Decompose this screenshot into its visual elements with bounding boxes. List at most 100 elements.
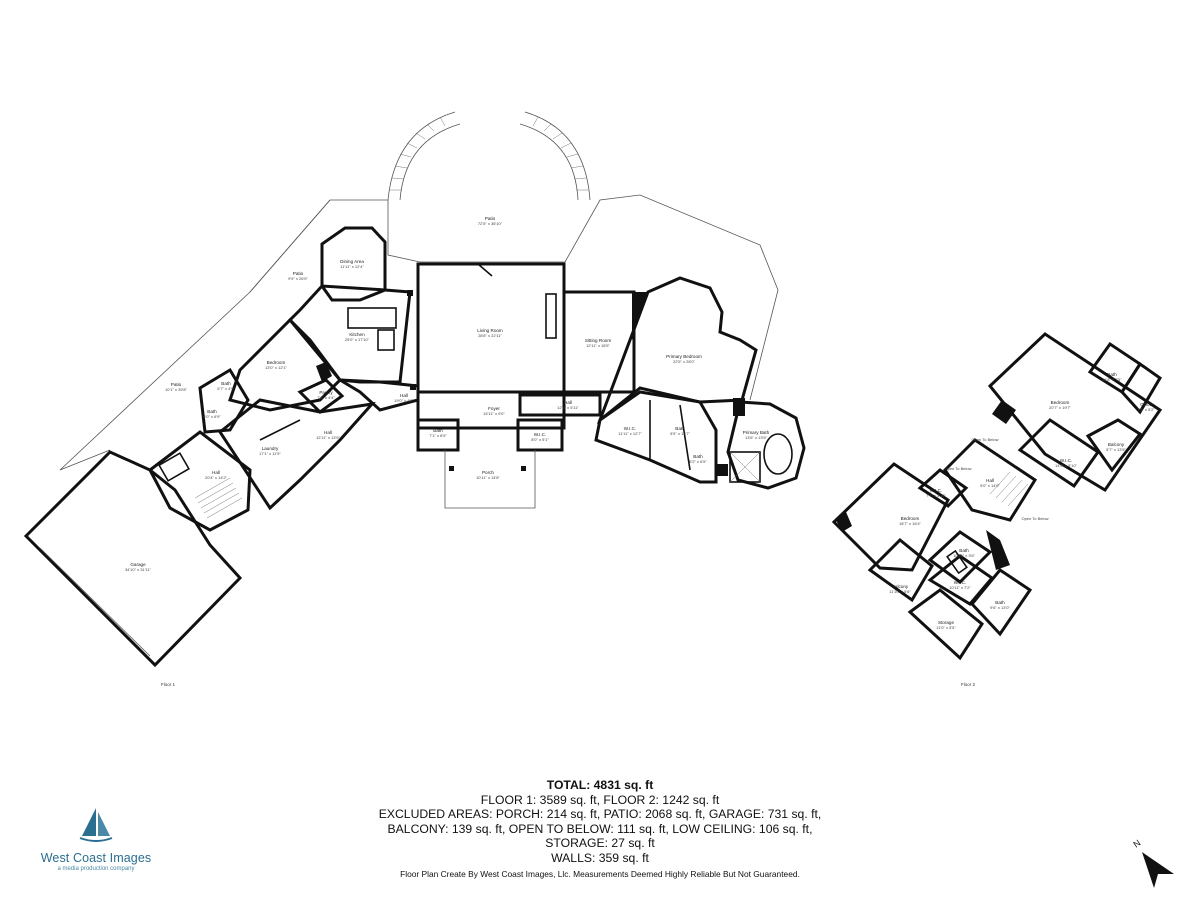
excluded-areas-line-2: BALCONY: 139 sq. ft, OPEN TO BELOW: 111 … [387,821,813,836]
room-name-bedroom-1: Bedroom [267,360,286,365]
room-dimensions-bath-c: 5'5" x 12'7" [670,431,690,436]
logo-brand-name: West Coast Images [40,851,152,865]
room-name-kitchen: Kitchen [349,332,365,337]
room-dimensions-storage: 11'0" x 5'5" [936,625,956,630]
room-dimensions-wic-1: 11'11" x 12'7" [618,431,642,436]
room-dimensions-bedroom-2: 20'7" x 19'7" [1049,405,1072,410]
room-name-garage: Garage [130,562,146,567]
bedroom-3-walls [831,462,950,572]
floor-1-plan [23,111,806,668]
room-name-hall-b: Hall [324,430,332,435]
room-name-sitting-room: Sitting Room [585,338,611,343]
room-name-wic-4: W.I.C. [930,488,943,493]
office-walls [1120,361,1162,415]
balcony-1-walls [1085,418,1143,473]
room-name-living-room: Living Room [477,328,503,333]
room-dimensions-bath-d: 7'1" x 8'9" [429,433,447,438]
baths-ab-walls [198,367,250,434]
room-dimensions-living-room: 28'8" x 22'11" [478,333,502,338]
room-name-pantry: Pantry [319,390,333,395]
room-dimensions-patio-left: 9'9" x 26'5" [288,276,308,281]
total-area: TOTAL: 4831 sq. ft [546,778,654,792]
room-name-bedroom-3: Bedroom [901,516,920,521]
garage-walls [23,450,243,668]
hall-d-walls [148,430,252,532]
room-dimensions-dining-area: 11'11" x 12'4" [340,264,364,269]
open-to-below-3: Open To Below [1021,516,1048,521]
logo-tagline: a media production company [57,866,135,872]
kitchen-island [347,307,397,329]
wic-3-walls [1017,418,1101,489]
bedroom-wing-walls [228,317,343,412]
room-dimensions-balcony-1: 5'7" x 13'5" [1106,447,1126,452]
curved-stairs [390,116,588,191]
storage-area: STORAGE: 27 sq. ft [545,836,655,850]
room-dimensions-wic-2: 8'0" x 5'1" [531,437,549,442]
stairs-floor1 [194,477,243,519]
room-dimensions-pantry: 7'6" x 4'4" [317,395,335,400]
foyer-walls [416,390,566,430]
room-dimensions-bath-e: 5'2" x 6'5" [689,459,707,464]
room-dimensions-hall-e: 5'0" x 14'0" [980,483,1000,488]
room-dimensions-bedroom-3: 18'7" x 16'4" [899,521,922,526]
room-dimensions-patio-main: 72'5" x 36'10" [478,221,503,226]
fireplace [545,293,557,339]
floor-2-label: Floor 2 [961,682,976,687]
bath-d-walls [416,418,460,452]
room-name-office: Office [1140,402,1152,407]
room-name-wic-2: W.I.C. [534,432,547,437]
room-name-bath-e: Bath [693,454,703,459]
room-dimensions-patio-side: 10'1" x 39'8" [165,387,188,392]
balcony-2-walls [867,537,934,603]
room-name-bath-f: Bath [1107,372,1117,377]
open-to-below-2: Open To Below [944,466,971,471]
room-name-patio-main: Patio [485,216,496,221]
company-logo: West Coast Images a media production com… [26,806,166,876]
room-name-wic-5: W.I.C. [954,580,967,585]
room-name-storage: Storage [938,620,955,625]
room-name-wic-1: W.I.C. [624,426,637,431]
room-dimensions-sitting-room: 12'11" x 18'5" [586,343,610,348]
stairs-floor2 [989,471,1029,507]
room-dimensions-primary-bath: 13'6" x 13'5" [745,435,768,440]
room-dimensions-wic-4: ?'?" x 3'10" [926,493,946,498]
hall-e-walls [943,438,1038,522]
room-dimensions-hall-d: 20'4" x 14'2" [205,475,228,480]
room-name-dining-area: Dining Area [340,259,364,264]
excluded-areas-line-1: EXCLUDED AREAS: PORCH: 214 sq. ft, PATIO… [378,807,822,821]
primary-suite-closet-walls [594,386,718,484]
room-dimensions-hall-a: 19'0" x 4'7" [394,398,414,403]
room-name-bedroom-2: Bedroom [1051,400,1070,405]
room-dimensions-foyer: 15'11" x 9'0" [483,411,505,416]
room-name-hall-c: Hall [564,400,572,405]
hall-a-walls [339,378,420,412]
room-name-patio-left: Patio [293,271,304,276]
patio-side-outline [59,199,331,471]
patio-main-outline [249,194,779,401]
walls-area: WALLS: 359 sq. ft [551,850,649,865]
primary-bedroom-walls [596,276,758,425]
room-dimensions-porch: 10'11" x 14'8" [476,475,500,480]
room-dimensions-hall-c: 12'9" x 5'11" [557,405,579,410]
room-name-balcony-1: Balcony [1108,442,1125,447]
porch-outline [444,450,536,509]
primary-bath-walls [726,400,806,490]
room-dimensions-laundry: 17'1" x 11'9" [259,451,281,456]
disclaimer-text: Floor Plan Create By West Coast Images, … [400,869,800,879]
room-name-bath-c: Bath [675,426,685,431]
room-dimensions-kitchen: 25'0" x 17'10" [345,337,370,342]
room-dimensions-bath-g: 10'10" x 3'6" [953,553,976,558]
room-name-bath-g: Bath [959,548,969,553]
sailboat-icon [79,808,113,842]
room-name-primary-bath: Primary Bath [743,430,770,435]
bath-h-walls [970,567,1033,637]
bathtub [763,433,793,475]
floor-1-label: Floor 1 [161,682,176,687]
dining-area-walls [320,226,387,302]
room-dimensions-bath-b: 6'0" x 6'9" [203,414,221,419]
room-name-bath-d: Bath [433,428,443,433]
area-summary: TOTAL: 4831 sq. ft FLOOR 1: 3589 sq. ft,… [300,778,900,865]
room-name-bath-b: Bath [207,409,217,414]
